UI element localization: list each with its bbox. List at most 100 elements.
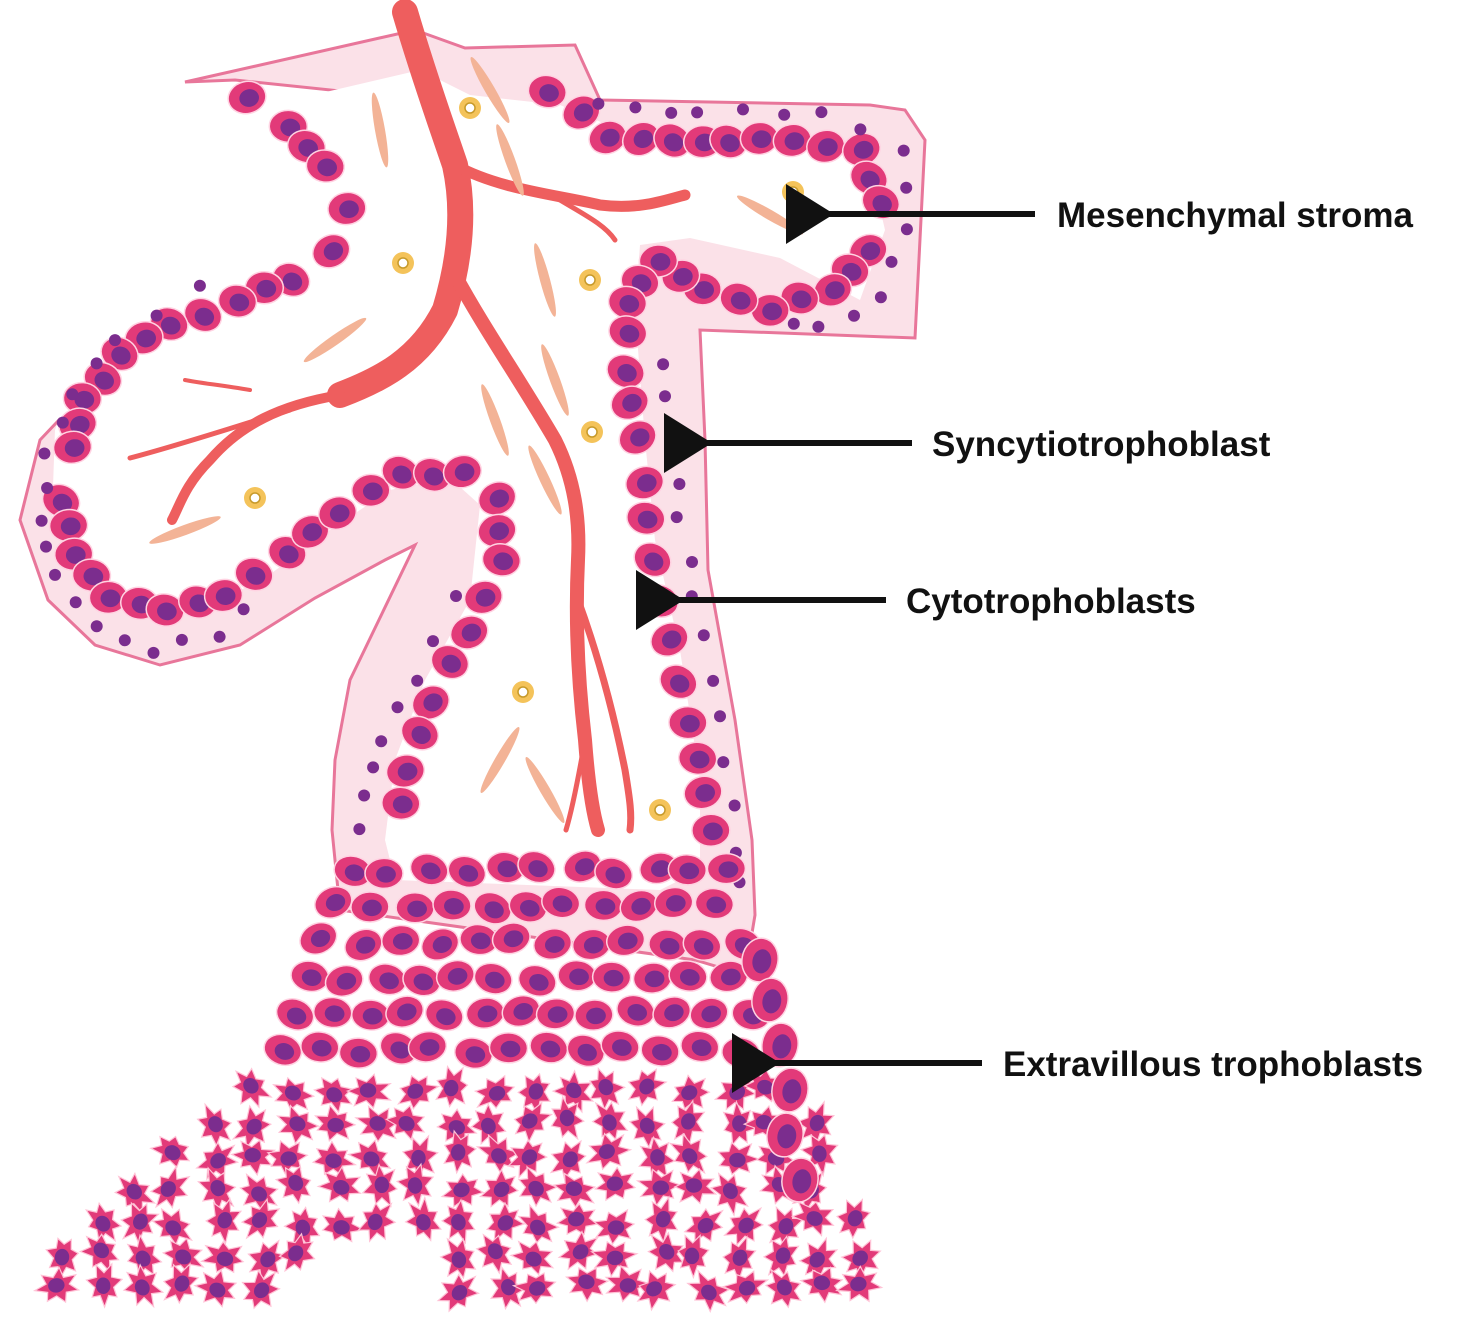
evt-cell-164	[438, 1235, 479, 1282]
evt-cell-124	[315, 1162, 367, 1211]
syncytial-nucleus-18	[592, 98, 604, 110]
label-cytotrophoblasts: Cytotrophoblasts	[906, 582, 1196, 621]
macrophage-0	[459, 97, 481, 119]
evt-cell-187	[682, 1266, 735, 1318]
evt-round-22	[295, 917, 342, 960]
syncytial-nucleus-12	[91, 620, 103, 632]
syncytial-nucleus-15	[176, 634, 188, 646]
evt-cell-89	[315, 1105, 356, 1142]
macrophage-6	[512, 681, 534, 703]
evt-cell-143	[320, 1206, 367, 1244]
label-extravillous-trophoblasts: Extravillous trophoblasts	[1003, 1045, 1423, 1084]
evt-cell-151	[641, 1192, 686, 1244]
evt-round-69	[639, 1033, 682, 1069]
syncytial-nucleus-41	[698, 629, 710, 641]
evt-round-53	[535, 997, 576, 1031]
evt-round-23	[340, 924, 387, 966]
syncytial-nucleus-16	[214, 631, 226, 643]
syncytial-nucleus-9	[40, 541, 52, 553]
evt-cell-161	[200, 1238, 246, 1277]
evt-round-38	[433, 956, 477, 995]
syncytial-nucleus-20	[665, 107, 677, 119]
evt-cell-130	[550, 1171, 598, 1211]
evt-round-47	[312, 996, 352, 1029]
evt-round-56	[649, 992, 695, 1033]
macrophage-4	[244, 487, 266, 509]
syncytial-nucleus-37	[673, 478, 685, 490]
evt-round-68	[598, 1028, 641, 1065]
syncytial-nucleus-0	[194, 280, 206, 292]
evt-round-70	[678, 1028, 721, 1064]
evt-round-66	[526, 1028, 571, 1067]
evt-round-34	[288, 958, 331, 995]
syncytial-nucleus-6	[38, 448, 50, 460]
evt-cell-97	[622, 1099, 671, 1151]
syncytial-nucleus-50	[411, 675, 423, 687]
syncytial-nucleus-38	[671, 511, 683, 523]
syncytial-nucleus-39	[686, 556, 698, 568]
syncytial-nucleus-49	[427, 635, 439, 647]
syncytial-nucleus-42	[707, 675, 719, 687]
evt-round-55	[613, 991, 658, 1031]
evt-round-39	[471, 959, 516, 998]
evt-cell-157	[44, 1237, 79, 1277]
syncytial-nucleus-32	[812, 321, 824, 333]
syncytial-nucleus-5	[57, 417, 69, 429]
syncytial-nucleus-28	[901, 223, 913, 235]
syncytial-nucleus-25	[854, 123, 866, 135]
evt-round-13	[396, 892, 435, 923]
syncytial-nucleus-30	[875, 291, 887, 303]
evt-cell-170	[678, 1235, 709, 1277]
syncytial-nucleus-45	[729, 800, 741, 812]
evt-cell-133	[675, 1169, 716, 1204]
syncytial-nucleus-24	[815, 106, 827, 118]
evt-round-60	[299, 1030, 340, 1064]
syncytial-nucleus-8	[36, 515, 48, 527]
evt-cell-131	[592, 1165, 637, 1204]
syncytial-nucleus-44	[717, 756, 729, 768]
evt-round-46	[272, 993, 318, 1035]
evt-cell-168	[591, 1238, 640, 1278]
syncytial-nucleus-13	[119, 634, 131, 646]
evt-round-65	[489, 1032, 528, 1063]
evt-cell-75	[347, 1074, 391, 1108]
evt-edge-195	[768, 1065, 811, 1115]
cytotrophoblast-78	[669, 706, 708, 739]
evt-cell-175	[31, 1265, 80, 1308]
evt-cell-125	[361, 1163, 399, 1208]
evt-round-10	[707, 853, 746, 884]
syncytial-nucleus-54	[358, 790, 370, 802]
evt-cell-150	[593, 1209, 636, 1246]
extravillous-trophoblast-cells	[31, 846, 888, 1318]
syncytial-nucleus-27	[900, 182, 912, 194]
evt-cell-78	[471, 1072, 519, 1113]
evt-cell-96	[588, 1096, 632, 1144]
syncytial-nucleus-51	[392, 701, 404, 713]
syncytial-nucleus-34	[657, 358, 669, 370]
syncytial-nucleus-26	[898, 145, 910, 157]
evt-round-25	[417, 923, 464, 966]
evt-round-48	[351, 999, 391, 1032]
evt-cell-86	[190, 1098, 238, 1151]
evt-cell-145	[400, 1195, 445, 1246]
syncytial-nucleus-2	[109, 334, 121, 346]
evt-cell-102	[146, 1129, 196, 1176]
syncytial-nucleus-31	[848, 310, 860, 322]
evt-round-1	[365, 858, 403, 888]
evt-round-71	[720, 1035, 762, 1071]
label-mesenchymal-stroma: Mesenchymal stroma	[1057, 196, 1414, 235]
evt-cell-120	[144, 1163, 196, 1218]
evt-cell-88	[270, 1102, 321, 1149]
evt-round-35	[322, 961, 367, 1001]
syncytial-nucleus-48	[450, 590, 462, 602]
evt-cell-176	[86, 1264, 122, 1308]
syncytial-nucleus-1	[151, 310, 163, 322]
evt-cell-156	[832, 1193, 876, 1241]
evt-cell-116	[718, 1143, 759, 1175]
syncytial-nucleus-11	[70, 596, 82, 608]
syncytial-nucleus-7	[41, 482, 53, 494]
evt-cell-106	[311, 1139, 359, 1181]
evt-cell-149	[555, 1201, 598, 1238]
evt-round-18	[584, 890, 623, 921]
